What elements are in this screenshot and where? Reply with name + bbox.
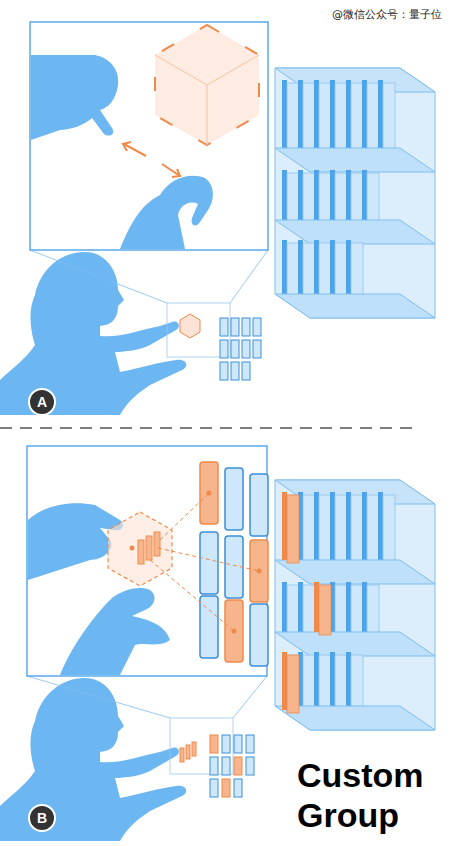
badge-letter: B	[37, 811, 47, 825]
badge-letter: A	[37, 395, 47, 409]
group-caption: Custom Group	[297, 755, 447, 835]
panel-badge: B	[28, 804, 56, 832]
watermark: @微信公众号：量子位	[332, 7, 442, 22]
panel-badge: A	[28, 388, 56, 416]
